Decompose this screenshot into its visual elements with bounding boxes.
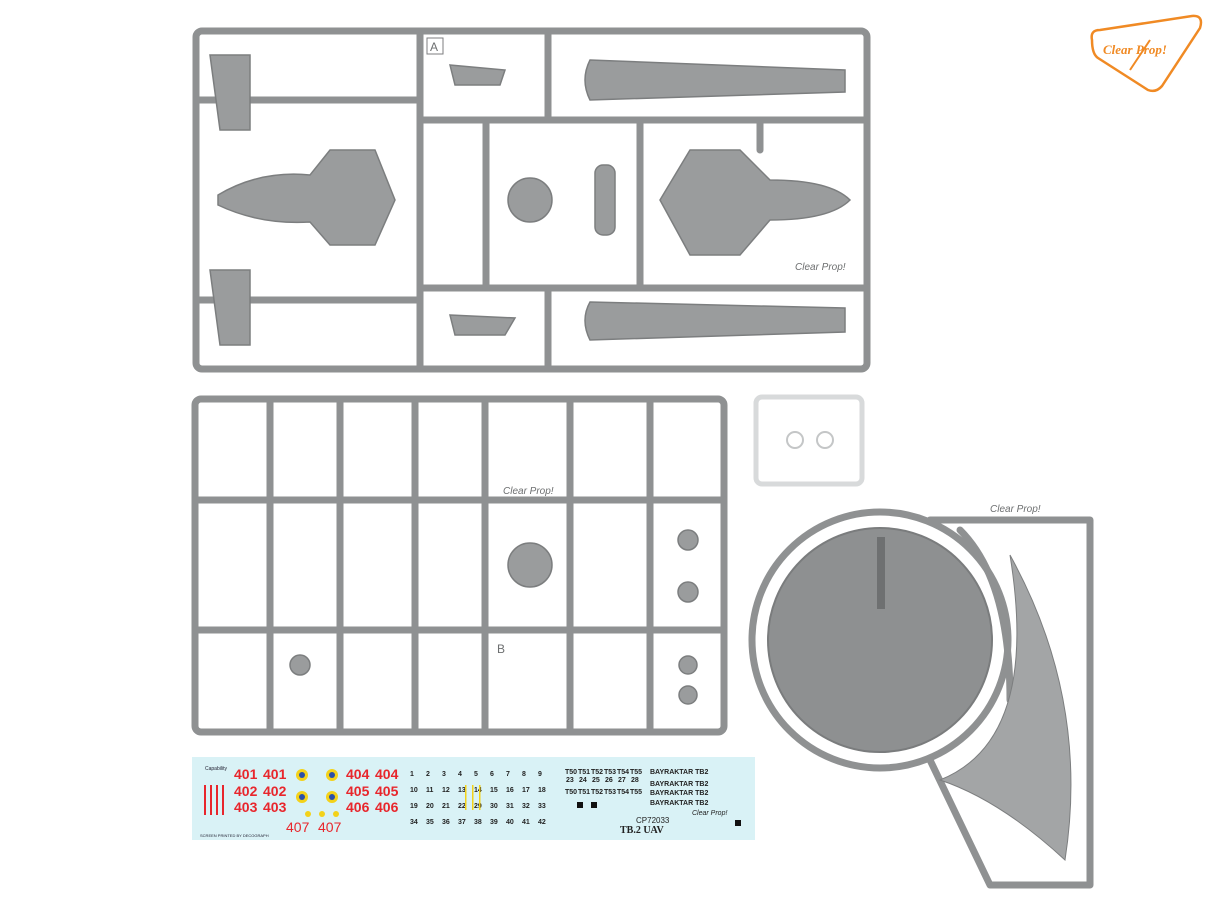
decal-number: 42 [538, 819, 546, 826]
decal-number: 40 [506, 819, 514, 826]
decal-number: 35 [426, 819, 434, 826]
decal-code: 406 [346, 799, 370, 815]
tail-code: T51 [578, 789, 590, 796]
tail-code: T55 [630, 769, 642, 776]
decal-code: 404 [346, 766, 370, 782]
decal-code: 402 [234, 783, 258, 799]
decal-number: 38 [474, 819, 482, 826]
decal-number: 13 [458, 787, 466, 794]
decal-code: 403 [234, 799, 258, 815]
tail-number: 24 [579, 777, 587, 784]
sprue-b-label: B [497, 642, 505, 656]
sprue-b-brand: Clear Prop! [503, 486, 554, 497]
decal-number: 22 [458, 803, 466, 810]
tail-code: T55 [630, 789, 642, 796]
decal-code: 407 [286, 819, 310, 835]
tail-number: 28 [631, 777, 639, 784]
sprue-b: B Clear Prop! [191, 395, 728, 736]
tail-code: T50 [565, 789, 577, 796]
decal-number: 1 [410, 771, 414, 778]
tail-number: 26 [605, 777, 613, 784]
decal-sheet: Capability SCREEN PRINTED BY DECOGRAPH 4… [192, 757, 755, 840]
decal-number: 2 [426, 771, 430, 778]
tail-code: T54 [617, 789, 629, 796]
decal-number: 32 [522, 803, 530, 810]
clear-sprue [753, 394, 865, 487]
decal-header: Capability [205, 766, 227, 772]
tail-code: T50 [565, 769, 577, 776]
decal-number: 12 [442, 787, 450, 794]
decal-number: 33 [538, 803, 546, 810]
decal-code: 406 [375, 799, 399, 815]
decal-number: 16 [506, 787, 514, 794]
decal-code: 405 [375, 783, 399, 799]
decal-number: 4 [458, 771, 462, 778]
decal-number: 31 [506, 803, 514, 810]
tail-code: T51 [578, 769, 590, 776]
decal-number: 10 [410, 787, 418, 794]
decal-number: 37 [458, 819, 466, 826]
sprue-dome-brand: Clear Prop! [990, 504, 1041, 515]
decal-code: 402 [263, 783, 287, 799]
decal-number: 9 [538, 771, 542, 778]
logo-text: Clear Prop! [1103, 42, 1167, 57]
decal-number: 30 [490, 803, 498, 810]
tail-code: T54 [617, 769, 629, 776]
decal-code: 407 [318, 819, 342, 835]
decal-number: 18 [538, 787, 546, 794]
tail-code: T52 [591, 769, 603, 776]
bayraktar-label: BAYRAKTAR TB2 [650, 781, 708, 788]
bayraktar-label: BAYRAKTAR TB2 [650, 800, 708, 807]
decal-number: 17 [522, 787, 530, 794]
tail-number: 25 [592, 777, 600, 784]
decal-number: 20 [426, 803, 434, 810]
kit-code: CP72033 [636, 816, 670, 825]
decal-code: 403 [263, 799, 287, 815]
sprue-a: A Clear Prop! [192, 27, 871, 373]
decal-number: 7 [506, 771, 510, 778]
sprue-a-brand: Clear Prop! [795, 262, 846, 273]
bayraktar-label: BAYRAKTAR TB2 [650, 769, 708, 776]
roundels [296, 769, 339, 817]
decal-number: 19 [410, 803, 418, 810]
clear-prop-logo: Clear Prop! [1090, 14, 1203, 93]
sprue-a-label: A [430, 40, 438, 54]
decal-number: 5 [474, 771, 478, 778]
decal-number: 36 [442, 819, 450, 826]
decal-printer-credit: SCREEN PRINTED BY DECOGRAPH [200, 833, 269, 838]
decal-code: 401 [234, 766, 258, 782]
decal-number: 41 [522, 819, 530, 826]
decal-number: 6 [490, 771, 494, 778]
tail-number: 23 [566, 777, 574, 784]
tail-code: T52 [591, 789, 603, 796]
tail-code: T53 [604, 789, 616, 796]
decal-number: 8 [522, 771, 526, 778]
decal-code: 401 [263, 766, 287, 782]
tail-number: 27 [618, 777, 626, 784]
decal-code: 404 [375, 766, 399, 782]
stripes-red [204, 785, 224, 815]
tail-code: T53 [604, 769, 616, 776]
decal-number: 14 [474, 787, 482, 794]
decal-code: 405 [346, 783, 370, 799]
decal-logo: Clear Prop! [692, 810, 727, 817]
kit-name: TB.2 UAV [620, 825, 664, 836]
decal-number: 15 [490, 787, 498, 794]
decal-number: 29 [474, 803, 482, 810]
decal-number: 3 [442, 771, 446, 778]
decal-number: 21 [442, 803, 450, 810]
decal-number: 11 [426, 787, 434, 794]
sprue-dome: Clear Prop! [748, 504, 1094, 889]
decal-number: 34 [410, 819, 418, 826]
yellow-stripes [465, 785, 481, 810]
bayraktar-label: BAYRAKTAR TB2 [650, 790, 708, 797]
decal-number: 39 [490, 819, 498, 826]
